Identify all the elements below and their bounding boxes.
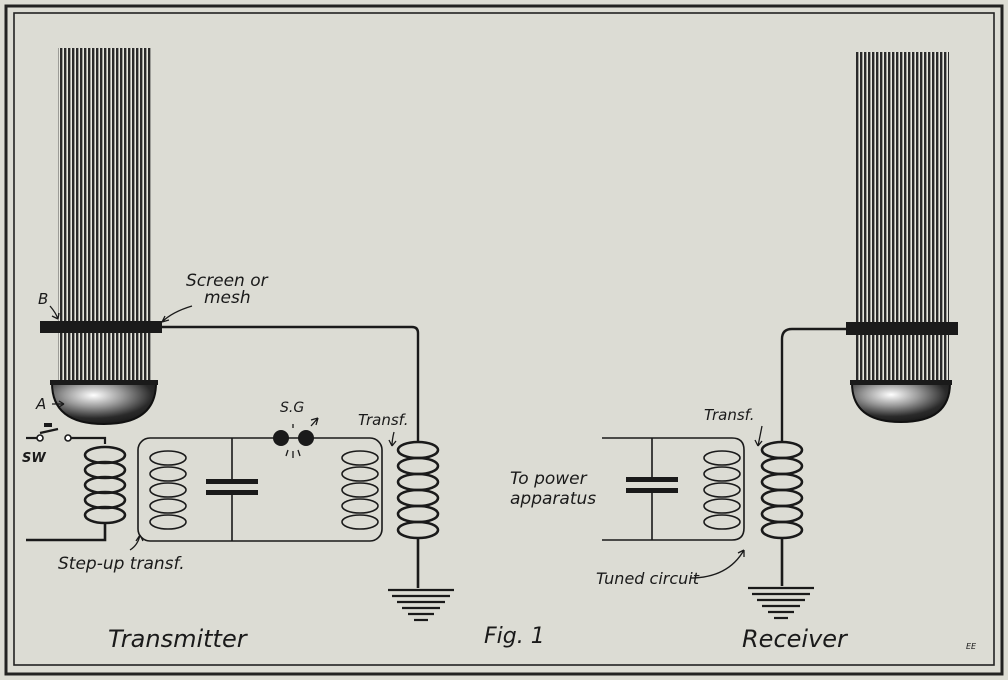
pointer-arrow-screen [161, 305, 193, 323]
label-sg: S.G [280, 400, 304, 416]
receiver-capacitor [626, 438, 678, 540]
receiver-title: Receiver [742, 625, 849, 653]
transmitter-section [26, 48, 454, 622]
pointer-arrow-receiver-transf [754, 425, 763, 447]
transmitter-capacitor [206, 438, 258, 541]
receiver-section [602, 52, 958, 620]
label-power-line2: apparatus [510, 489, 596, 509]
pointer-arrow-tuned [689, 549, 745, 579]
receiver-power-circuit [602, 437, 745, 541]
label-screen-line1: Screen or [186, 271, 269, 291]
transmitter-antenna-wire [162, 325, 420, 442]
receiver-antenna-wire [780, 327, 846, 442]
pointer-arrow-b [49, 305, 60, 320]
transmitter-switch [26, 423, 107, 444]
receiver-screen-mesh [846, 322, 958, 335]
transmitter-primary-coil [26, 445, 127, 542]
label-sw: SW [22, 451, 46, 466]
artist-initials: EE [966, 642, 977, 651]
label-a: A [35, 395, 46, 413]
transmitter-coupling-coil [341, 450, 379, 530]
border-frame [4, 4, 1004, 676]
pointer-arrow-a [52, 400, 65, 408]
receiver-secondary-coil [703, 450, 741, 530]
figure-caption: Fig. 1 [484, 624, 545, 649]
transmitter-screen-mesh [40, 321, 162, 333]
transmitter-title: Transmitter [108, 625, 249, 653]
label-screen-line2: mesh [204, 288, 251, 308]
label-transmitter-transf: Transf. [358, 411, 408, 429]
label-receiver-transf: Transf. [704, 406, 754, 424]
pointer-arrow-stepup [129, 534, 144, 551]
label-stepup-transf: Step-up transf. [58, 554, 185, 574]
transmitter-antenna-coil [396, 440, 440, 588]
label-b: B [38, 290, 48, 308]
transmitter-secondary-coil [149, 450, 187, 530]
transmitter-ground-symbol [388, 588, 454, 622]
transmitter-oscillating-circuit [137, 437, 383, 542]
label-power-line1: To power [510, 469, 588, 489]
transmitter-lamp [50, 382, 158, 426]
receiver-lamp [850, 382, 952, 424]
receiver-antenna-coil [760, 440, 804, 586]
label-tuned-circuit: Tuned circuit [596, 569, 700, 588]
receiver-ground-symbol [748, 586, 814, 620]
pointer-arrow-transf [388, 431, 397, 447]
transmitter-spark-gap [273, 417, 319, 458]
